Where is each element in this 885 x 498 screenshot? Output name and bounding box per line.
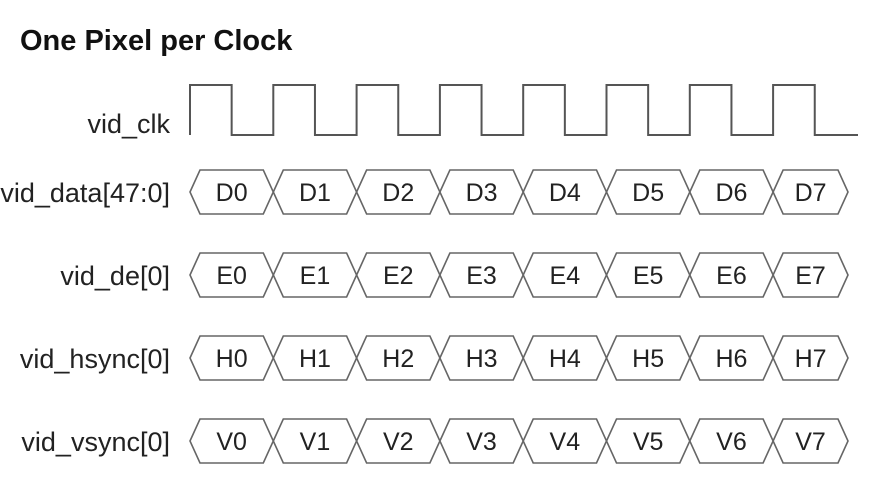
bus-value-label: D3 xyxy=(466,179,498,207)
bus-value-label: E2 xyxy=(383,262,414,290)
signal-label: vid_vsync[0] xyxy=(21,427,170,457)
bus-value-label: H5 xyxy=(632,345,664,373)
signal-row: vid_de[0] E0 E1 E2 E3 E4 E5 E6 E7 xyxy=(60,252,849,298)
bus-cell xyxy=(772,335,849,381)
bus-cell xyxy=(772,169,849,215)
bus-value-label: V6 xyxy=(716,428,747,456)
signal-label: vid_de[0] xyxy=(60,261,170,291)
bus-value-label: E3 xyxy=(466,262,497,290)
bus-value-label: V1 xyxy=(300,428,331,456)
bus-value-label: V7 xyxy=(795,428,826,456)
signal-row: vid_hsync[0] H0 H1 H2 H3 H4 H5 H6 H7 xyxy=(20,335,849,381)
bus-value-label: H4 xyxy=(549,345,581,373)
bus-value-label: E4 xyxy=(550,262,581,290)
bus-value-label: H7 xyxy=(795,345,827,373)
bus-value-label: D0 xyxy=(216,179,248,207)
bus-value-label: E7 xyxy=(795,262,826,290)
bus-value-label: D6 xyxy=(715,179,747,207)
bus-value-label: E1 xyxy=(300,262,331,290)
bus-value-label: V2 xyxy=(383,428,414,456)
bus-value-label: H2 xyxy=(382,345,414,373)
clock-label: vid_clk xyxy=(87,109,170,139)
bus-value-label: E5 xyxy=(633,262,664,290)
bus-value-label: V0 xyxy=(216,428,247,456)
diagram-title: One Pixel per Clock xyxy=(20,25,293,57)
bus-value-label: V4 xyxy=(550,428,581,456)
bus-value-label: H3 xyxy=(466,345,498,373)
bus-value-label: H0 xyxy=(216,345,248,373)
bus-value-label: D7 xyxy=(795,179,827,207)
signal-row: vid_vsync[0] V0 V1 V2 V3 V4 V5 V6 V7 xyxy=(21,418,849,464)
bus-value-label: E6 xyxy=(716,262,747,290)
signal-label: vid_hsync[0] xyxy=(20,344,170,374)
bus-value-label: V3 xyxy=(466,428,497,456)
clock-row: vid_clk xyxy=(87,84,858,139)
bus-value-label: V5 xyxy=(633,428,664,456)
bus-value-label: D4 xyxy=(549,179,581,207)
bus-value-label: D1 xyxy=(299,179,331,207)
bus-cell xyxy=(772,252,849,298)
signal-row: vid_data[47:0] D0 D1 D2 D3 D4 D5 D6 D7 xyxy=(0,169,849,215)
bus-value-label: H1 xyxy=(299,345,331,373)
signal-rows: vid_data[47:0] D0 D1 D2 D3 D4 D5 D6 D7 vid_de[0] E… xyxy=(0,169,849,464)
signal-label: vid_data[47:0] xyxy=(0,178,170,208)
clock-waveform xyxy=(189,84,858,136)
bus-value-label: E0 xyxy=(216,262,247,290)
bus-value-label: D5 xyxy=(632,179,664,207)
bus-cell xyxy=(772,418,849,464)
bus-value-label: H6 xyxy=(715,345,747,373)
bus-value-label: D2 xyxy=(382,179,414,207)
